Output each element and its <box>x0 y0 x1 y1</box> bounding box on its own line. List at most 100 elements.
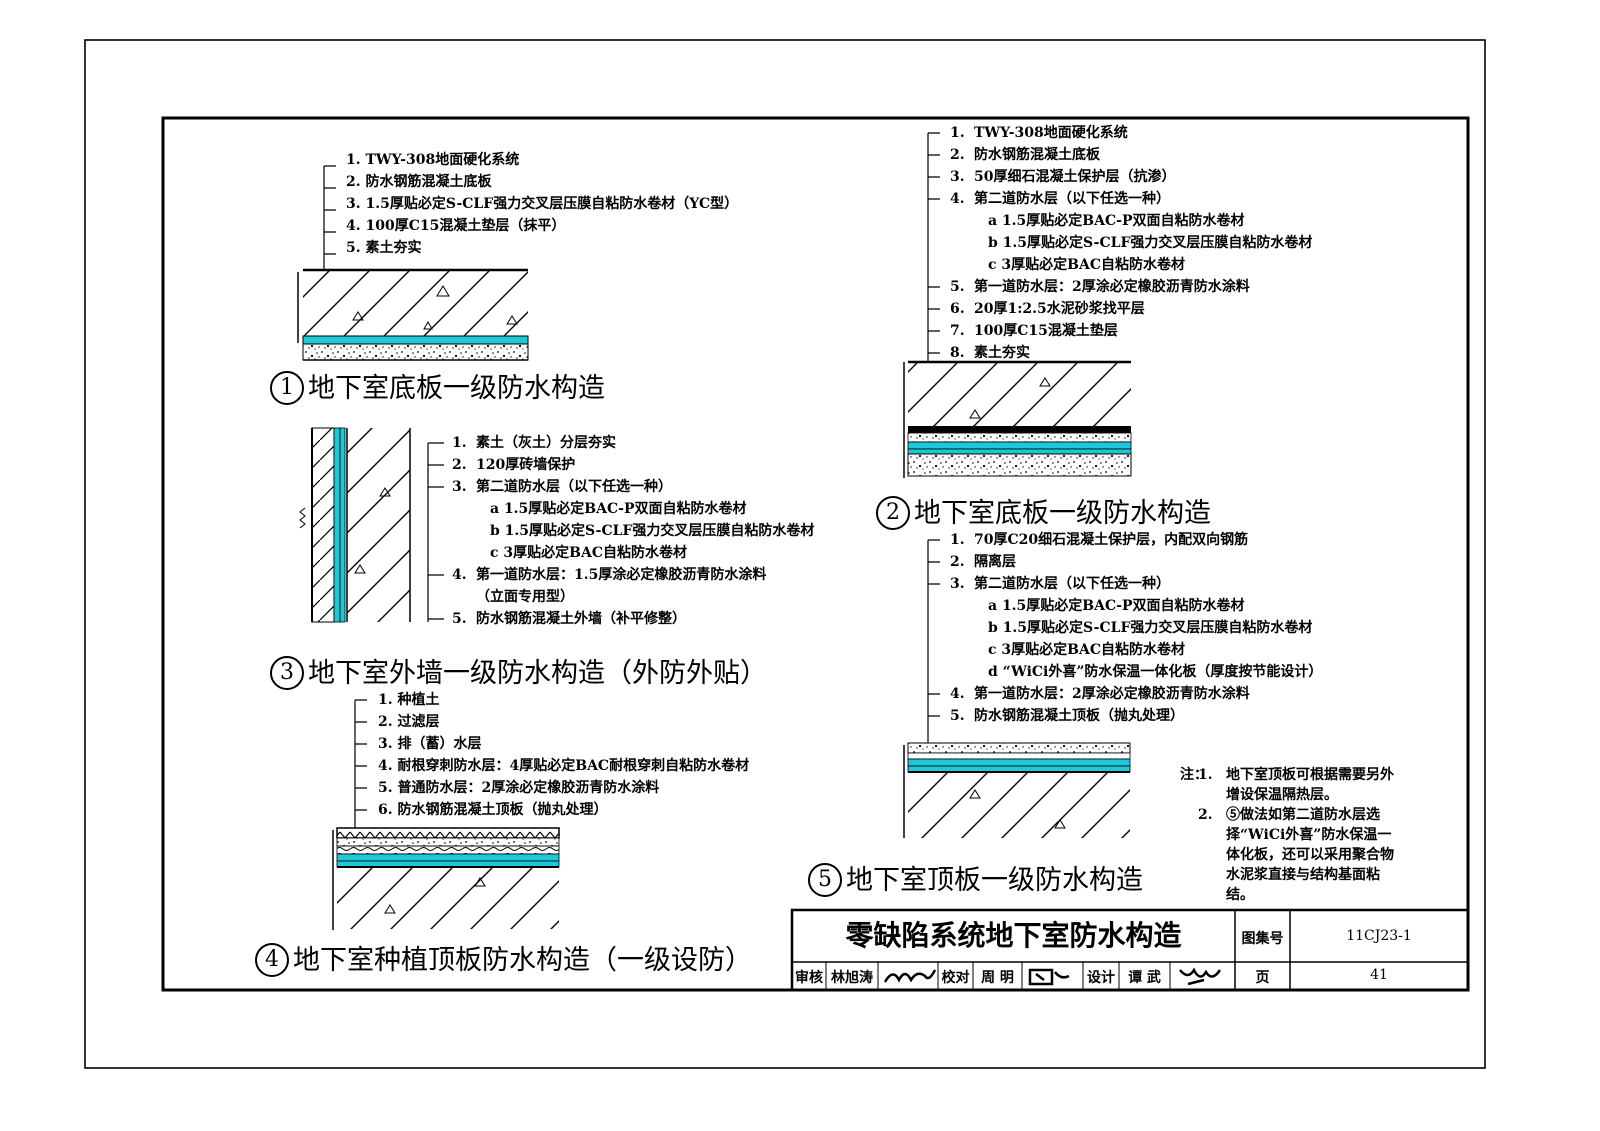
layer-text: c 3厚贴必定BAC自粘防水卷材 <box>490 545 687 561</box>
d4-layer-6: 6. 防水钢筋混凝土顶板（抛丸处理） <box>378 802 608 818</box>
detail2-layer-row: 8.素土夯实 <box>950 342 1312 364</box>
detail5-layer-row: 3.第二道防水层（以下任选一种） <box>950 573 1322 595</box>
layer-text: 70厚C20细石混凝土保护层，内配双向钢筋 <box>974 532 1249 548</box>
detail5-layer-row: d “WiCi外喜”防水保温一体化板（厚度按节能设计） <box>950 661 1322 683</box>
layer-text: a 1.5厚贴必定BAC-P双面自粘防水卷材 <box>490 501 747 517</box>
d1-layer-4: 4. 100厚C15混凝土垫层（抹平） <box>346 218 566 234</box>
layer-text: 120厚砖墙保护 <box>476 457 576 473</box>
layer-text: 第二道防水层（以下任选一种） <box>974 191 1170 207</box>
layer-number: 5. <box>950 279 965 295</box>
detail-1-layers: 1. TWY-308地面硬化系统 2. 防水钢筋混凝土底板 3. 1.5厚贴必定… <box>346 149 738 259</box>
layer-text: 第一道防水层：2厚涂必定橡胶沥青防水涂料 <box>974 279 1250 295</box>
layer-number: 3. <box>950 169 965 185</box>
layer-text: d “WiCi外喜”防水保温一体化板（厚度按节能设计） <box>988 664 1323 680</box>
detail-2-title-text: 地下室底板一级防水构造 <box>914 498 1211 529</box>
page-number: 41 <box>1370 967 1388 983</box>
layer-number: 2. <box>452 457 467 473</box>
detail2-layer-row: 4. 第二道防水层（以下任选一种） <box>950 188 1312 210</box>
detail5-layer-row: c 3厚贴必定BAC自粘防水卷材 <box>950 639 1322 661</box>
d4-layer-4: 4. 耐根穿刺防水层：4厚贴必定BAC耐根穿刺自粘防水卷材 <box>378 758 750 774</box>
layer-text: 素土夯实 <box>974 345 1030 361</box>
detail3-layer-row: 2. 120厚砖墙保护 <box>452 454 814 476</box>
layer-text: 50厚细石混凝土保护层（抗渗） <box>974 169 1176 185</box>
detail2-layer-row: 1. TWY-308地面硬化系统 <box>950 122 1312 144</box>
atlas-label: 图集号 <box>1241 931 1284 947</box>
signature-checker <box>1028 968 1070 986</box>
detail-2-number: 2 <box>876 496 910 530</box>
check-name: 周 明 <box>981 970 1014 986</box>
layer-text: （立面专用型） <box>476 589 574 605</box>
signature-reviewer <box>883 969 937 983</box>
layer-text: 隔离层 <box>974 554 1016 570</box>
layer-text: 100厚C15混凝土垫层 <box>974 323 1118 339</box>
layer-text: c 3厚贴必定BAC自粘防水卷材 <box>988 257 1185 273</box>
detail5-layer-row: 2. 隔离层 <box>950 551 1322 573</box>
signature-designer <box>1179 967 1222 986</box>
layer-number: 4. <box>950 191 965 207</box>
notes-block: 注： 1.地下室顶板可根据需要另外增设保温隔热层。 2.⑤做法如第二道防水层选择… <box>1180 765 1394 905</box>
detail2-layer-row: a 1.5厚贴必定BAC-P双面自粘防水卷材 <box>950 210 1312 232</box>
layer-number: 3. <box>452 479 467 495</box>
detail-4-section <box>332 699 560 930</box>
detail2-layer-row: 6. 20厚1:2.5水泥砂浆找平层 <box>950 298 1312 320</box>
sheet-outer-border <box>84 39 1486 1069</box>
detail-4-number: 4 <box>255 943 289 977</box>
layer-text: b 1.5厚贴必定S-CLF强力交叉层压膜自粘防水卷材 <box>490 523 815 539</box>
review-label: 审核 <box>795 970 823 986</box>
detail3-layer-row: 3. 第二道防水层（以下任选一种） <box>452 476 814 498</box>
layer-number: 6. <box>950 301 965 317</box>
layer-number: 4. <box>452 567 467 583</box>
layer-number: 7. <box>950 323 965 339</box>
layer-text: 第二道防水层（以下任选一种） <box>476 479 672 495</box>
note-1: 1.地下室顶板可根据需要另外增设保温隔热层。 <box>1198 767 1394 803</box>
atlas-number: 11CJ23-1 <box>1346 928 1412 944</box>
detail3-layer-row: 4. 第一道防水层：1.5厚涂必定橡胶沥青防水涂料 <box>452 564 814 586</box>
layer-number: 5. <box>452 611 467 627</box>
detail-4-title-text: 地下室种植顶板防水构造（一级设防） <box>293 945 752 976</box>
layer-text: TWY-308地面硬化系统 <box>974 125 1128 141</box>
detail-1-section <box>297 165 529 361</box>
detail-1-title-text: 地下室底板一级防水构造 <box>308 373 605 404</box>
layer-text: b 1.5厚贴必定S-CLF强力交叉层压膜自粘防水卷材 <box>988 620 1313 636</box>
d1-layer-5: 5. 素土夯实 <box>346 240 422 256</box>
page-label: 页 <box>1255 970 1270 986</box>
layer-text: a 1.5厚贴必定BAC-P双面自粘防水卷材 <box>988 213 1245 229</box>
detail-5-section <box>903 539 1131 838</box>
drawing-title: 零缺陷系统地下室防水构造 <box>845 919 1182 952</box>
detail3-layer-row: 5. 防水钢筋混凝土外墙（补平修整） <box>452 608 814 630</box>
detail-2-section <box>903 132 1132 478</box>
d4-layer-3: 3. 排（蓄）水层 <box>378 736 482 752</box>
detail2-layer-row: 2. 防水钢筋混凝土底板 <box>950 144 1312 166</box>
detail-5-number: 5 <box>808 863 842 897</box>
detail5-layer-row: a 1.5厚贴必定BAC-P双面自粘防水卷材 <box>950 595 1322 617</box>
detail3-layer-row: （立面专用型） <box>452 586 814 608</box>
layer-text: 20厚1:2.5水泥砂浆找平层 <box>974 301 1145 317</box>
layer-number: 4. <box>950 686 965 702</box>
detail2-layer-row: 5. 第一道防水层：2厚涂必定橡胶沥青防水涂料 <box>950 276 1312 298</box>
detail2-layer-row: b 1.5厚贴必定S-CLF强力交叉层压膜自粘防水卷材 <box>950 232 1312 254</box>
d4-layer-2: 2. 过滤层 <box>378 714 440 730</box>
detail-3-number: 3 <box>270 656 304 690</box>
layer-text: 第一道防水层：1.5厚涂必定橡胶沥青防水涂料 <box>476 567 767 583</box>
layer-text: 防水钢筋混凝土顶板（抛丸处理） <box>974 708 1184 724</box>
layer-text: 防水钢筋混凝土外墙（补平修整） <box>476 611 686 627</box>
detail5-layer-row: 4.第一道防水层：2厚涂必定橡胶沥青防水涂料 <box>950 683 1322 705</box>
layer-number: 2. <box>950 554 965 570</box>
layer-text: 防水钢筋混凝土底板 <box>974 147 1100 163</box>
detail3-layer-row: c 3厚贴必定BAC自粘防水卷材 <box>452 542 814 564</box>
d1-layer-1: 1. TWY-308地面硬化系统 <box>346 152 520 168</box>
detail2-layer-row: 3. 50厚细石混凝土保护层（抗渗） <box>950 166 1312 188</box>
design-name: 谭 武 <box>1128 970 1161 986</box>
layer-text: 素土（灰土）分层夯实 <box>476 435 616 451</box>
layer-number: 2. <box>950 147 965 163</box>
detail-4-layers: 1. 种植土 2. 过滤层 3. 排（蓄）水层 4. 耐根穿刺防水层：4厚贴必定… <box>378 689 749 821</box>
detail-3-title-text: 地下室外墙一级防水构造（外防外贴） <box>308 658 767 689</box>
layer-number: 1. <box>950 125 965 141</box>
